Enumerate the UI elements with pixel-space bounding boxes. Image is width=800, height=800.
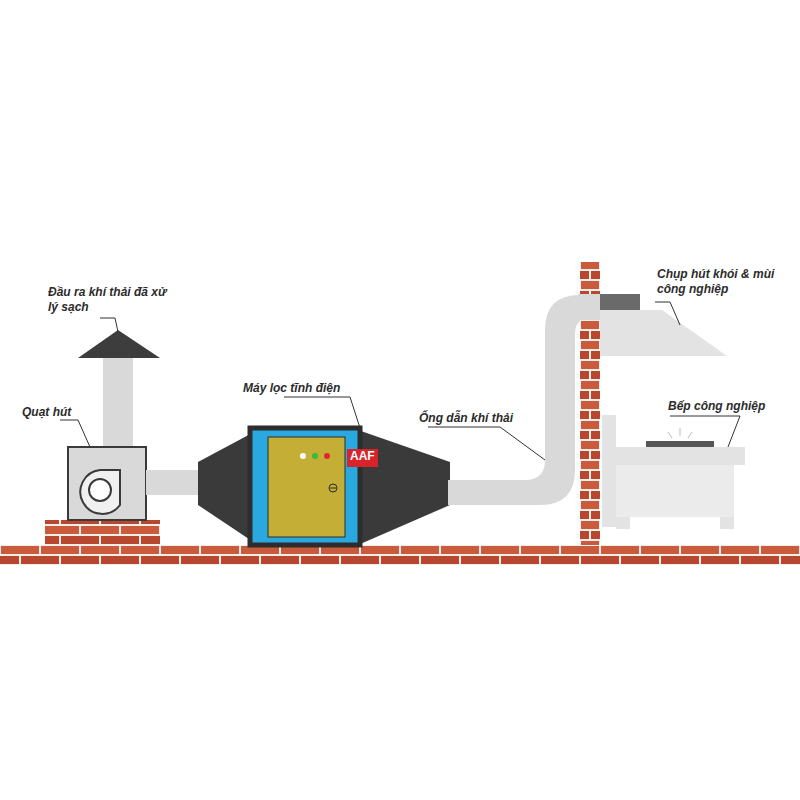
stove-leg <box>720 517 734 529</box>
callout-label: Ống dẫn khí thải <box>419 411 513 426</box>
callout-label: Đầu ra khí thải đã xử lý sạch <box>48 285 168 315</box>
fan-housing <box>68 447 146 520</box>
callout-label: Chụp hút khói & mùi công nghiệp <box>657 267 777 297</box>
callout-label: Bếp công nghiệp <box>668 399 765 414</box>
fan-volute <box>80 470 120 514</box>
filter-outlet-cone <box>358 430 450 545</box>
stove-burner <box>646 441 714 447</box>
duct-segment <box>146 470 202 495</box>
fan-wheel <box>89 479 111 501</box>
brick-ground <box>0 545 800 565</box>
duct-through-wall <box>578 294 602 320</box>
heat-sparkle <box>668 428 692 438</box>
hood-collar <box>600 294 640 310</box>
callout-label: Máy lọc tĩnh điện <box>243 381 340 396</box>
door-knob <box>329 484 337 492</box>
stove-top <box>608 447 745 465</box>
stack-pipe <box>103 356 133 448</box>
filter-body <box>250 428 360 545</box>
door-knob <box>330 488 336 489</box>
hood <box>600 310 727 356</box>
brand-logo: AAF <box>347 449 378 467</box>
stove-leg <box>616 517 630 529</box>
callout-label: Quạt hút <box>22 405 71 420</box>
filter-door <box>268 437 345 537</box>
indicator-light <box>324 453 330 459</box>
brick-pedestal <box>45 520 160 545</box>
stove-body <box>616 465 734 517</box>
exhaust-duct <box>448 295 600 505</box>
indicator-light <box>300 453 306 459</box>
leader-lines <box>60 302 740 460</box>
stove-back <box>602 415 616 527</box>
indicator-light <box>312 453 318 459</box>
stack-cap <box>78 330 160 358</box>
